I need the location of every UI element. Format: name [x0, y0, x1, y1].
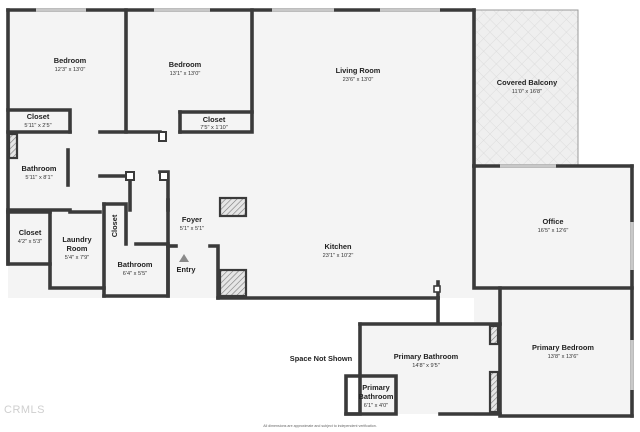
kitchen-dims: 23'1" x 10'2"	[323, 253, 354, 259]
bedroom2-name: Bedroom	[169, 60, 202, 69]
primary-bath-dims: 14'8" x 9'5"	[412, 363, 440, 369]
space-not-shown-label: Space Not Shown	[290, 354, 353, 363]
foyer-name: Foyer	[182, 215, 202, 224]
office-dims: 16'5" x 12'6"	[538, 228, 569, 234]
disclaimer-text: All dimensions are approximate and subje…	[263, 424, 377, 428]
closet-hall-name: Closet	[19, 228, 42, 237]
closet-b2-name: Closet	[203, 115, 226, 124]
watermark-logo: CRMLS	[4, 404, 46, 416]
laundry-dims: 5'4" x 7'9"	[65, 255, 89, 261]
windows	[36, 8, 634, 390]
entry-arrow-icon	[179, 254, 189, 262]
office-name: Office	[543, 217, 564, 226]
closet-b1-dims: 5'11" x 2'5"	[24, 123, 51, 129]
bath1-dims: 5'11" x 8'1"	[25, 175, 52, 181]
bedroom1-name: Bedroom	[54, 56, 87, 65]
bath2-name: Bathroom	[118, 260, 153, 269]
primary-closet-name-line2: Bathroom	[359, 392, 394, 401]
living-room-dims: 23'6" x 13'0"	[343, 77, 374, 83]
bath1-name: Bathroom	[22, 164, 57, 173]
primary-closet-name-line1: Primary	[362, 383, 390, 392]
laundry-name-line1: Laundry	[62, 235, 92, 244]
bedroom1-dims: 12'3" x 13'0"	[55, 67, 86, 73]
primary-bath-name: Primary Bathroom	[394, 352, 459, 361]
bath2-dims: 6'4" x 5'5"	[123, 271, 147, 277]
closet-b1-name: Closet	[27, 112, 50, 121]
primary-bedroom-dims: 13'8" x 13'6"	[548, 354, 579, 360]
balcony-dims: 11'0" x 16'8"	[512, 89, 542, 95]
closet-b2-dims: 7'5" x 1'10"	[200, 125, 228, 131]
bedroom2-dims: 13'1" x 13'0"	[170, 71, 201, 77]
primary-closet-dims: 6'1" x 4'0"	[364, 403, 388, 409]
balcony-name: Covered Balcony	[497, 78, 558, 87]
laundry-name-line2: Room	[67, 244, 88, 253]
entry-label: Entry	[177, 265, 197, 274]
floor-fill	[8, 10, 632, 416]
living-room-name: Living Room	[336, 66, 381, 75]
kitchen-name: Kitchen	[324, 242, 352, 251]
closet-hall-dims: 4'2" x 5'3"	[18, 239, 42, 245]
primary-bedroom-name: Primary Bedroom	[532, 343, 594, 352]
foyer-dims: 5'1" x 5'1"	[180, 226, 204, 232]
closet-small-name: Closet	[110, 214, 119, 237]
